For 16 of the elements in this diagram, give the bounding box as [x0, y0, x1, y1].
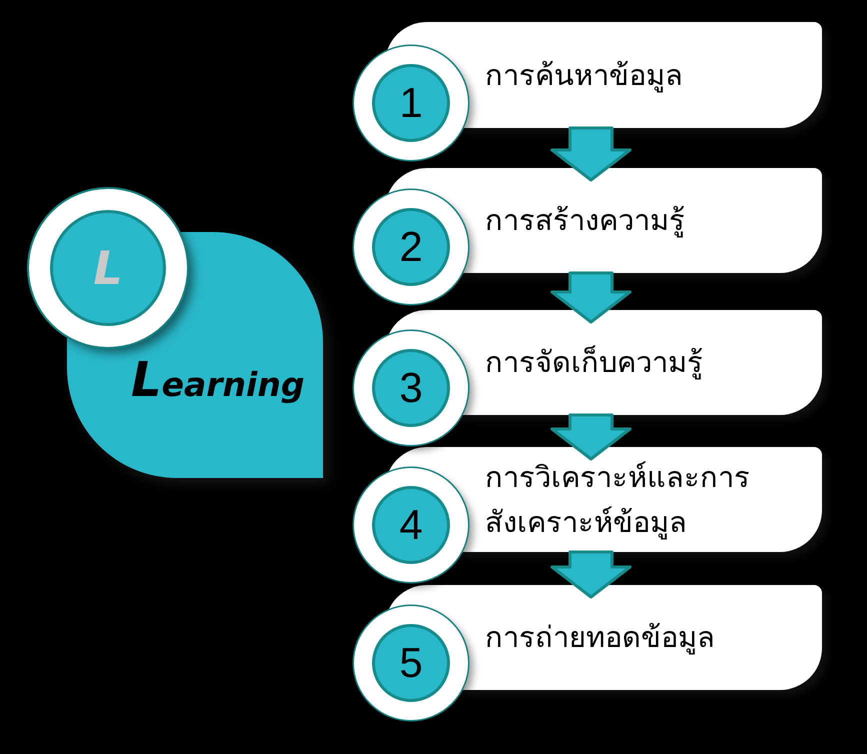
circle-letter: L	[93, 245, 123, 291]
block-arrow	[550, 550, 632, 598]
panel-title: Learning	[131, 352, 304, 408]
step-number: 4	[399, 504, 423, 546]
step-label: การจัดเก็บความรู้	[485, 344, 703, 382]
step-label: การวิเคราะห์และการสังเคราะห์ข้อมูล	[485, 458, 751, 542]
step-label: การสร้างความรู้	[485, 202, 685, 240]
block-arrow	[550, 272, 632, 324]
step-number: 3	[399, 367, 423, 409]
step-number: 1	[399, 82, 423, 124]
block-arrow	[550, 414, 632, 460]
step-number: 2	[399, 226, 423, 268]
step-label: การค้นหาข้อมูล	[485, 56, 683, 94]
step-label: การถ่ายทอดข้อมูล	[485, 619, 715, 656]
step-number: 5	[399, 642, 423, 684]
block-arrow	[550, 126, 632, 182]
